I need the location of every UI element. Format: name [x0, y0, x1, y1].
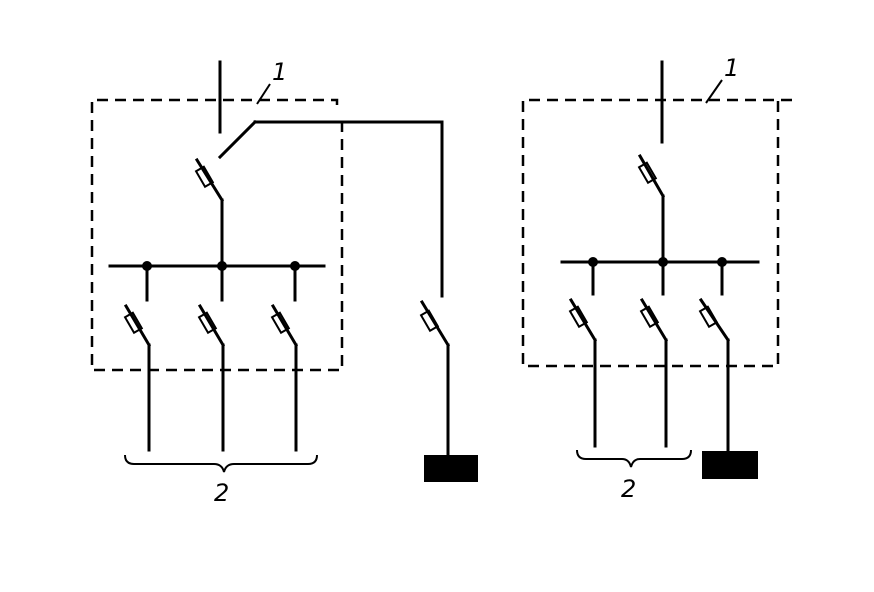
left-branch-blade-2	[197, 303, 226, 348]
right-branch-blade-3	[698, 297, 731, 343]
left-external-feed	[253, 120, 444, 298]
right-label-2: 2	[621, 475, 636, 503]
right-branch-blade-1	[568, 297, 598, 343]
right-output-brace	[576, 449, 692, 468]
left-output-brace	[124, 454, 318, 473]
right-upper-switch-blade	[637, 153, 666, 199]
right-branch-blade-2	[639, 297, 669, 343]
left-upper-fuse	[194, 165, 215, 189]
left-branch-blade-3	[270, 303, 299, 348]
left-label-2: 2	[214, 479, 229, 507]
right-load-block	[702, 451, 758, 479]
right-label-1: 1	[724, 54, 739, 82]
left-main-switch-blade	[217, 119, 258, 160]
left-load-block	[424, 455, 478, 482]
left-label-1-leader	[256, 83, 271, 105]
left-label-1: 1	[272, 58, 287, 86]
right-scheme: 1 2	[521, 54, 792, 503]
left-enclosure	[90, 98, 344, 372]
left-scheme: 1 2	[90, 58, 478, 507]
right-label-1-leader	[705, 79, 723, 104]
left-upper-switch-blade	[194, 157, 225, 203]
left-external-blade	[419, 299, 451, 348]
left-branch-blade-1	[123, 303, 152, 348]
